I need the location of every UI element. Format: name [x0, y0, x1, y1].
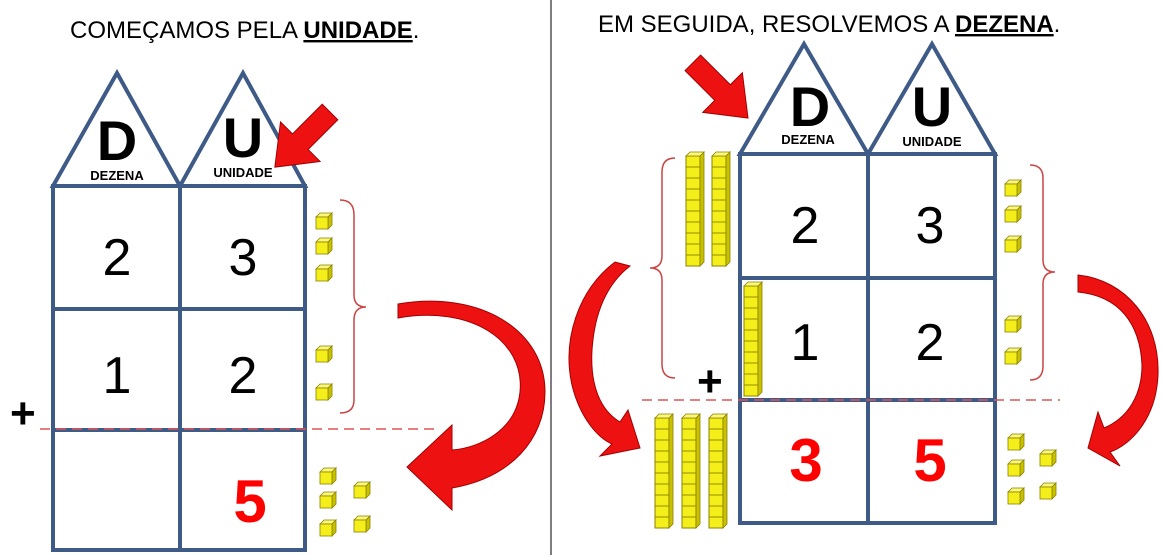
tens-curved-arrow-icon — [568, 261, 641, 457]
start-arrow-icon — [684, 54, 749, 119]
plus-sign: + — [10, 389, 36, 438]
row2-tens: 1 — [791, 314, 820, 372]
units-bracket — [1029, 164, 1056, 381]
plus-sign: + — [697, 357, 723, 406]
row1-tens: 2 — [791, 197, 820, 255]
tens-letter: D — [97, 109, 137, 172]
row2-tens: 1 — [103, 347, 132, 405]
row1-units: 3 — [229, 229, 258, 287]
place-value-grid — [51, 184, 307, 552]
result-units: 5 — [913, 427, 946, 494]
start-arrow-icon — [274, 103, 339, 168]
tens-bracket — [649, 157, 676, 379]
row1-tens: 2 — [103, 229, 132, 287]
units-letter: U — [223, 106, 263, 169]
unit-cubes-row2 — [315, 345, 333, 401]
right-panel: EM SEGUIDA, RESOLVEMOS A DEZENA. D DEZEN… — [568, 11, 1159, 529]
ten-rods-row1 — [685, 151, 731, 267]
units-name: UNIDADE — [213, 165, 273, 180]
units-bracket — [339, 199, 367, 414]
result-units: 5 — [233, 468, 266, 535]
unit-cubes-row1 — [315, 212, 333, 282]
unit-cubes-result — [319, 467, 371, 537]
units-letter: U — [912, 75, 952, 138]
tens-letter: D — [790, 75, 830, 138]
ten-rods-row2 — [743, 281, 763, 397]
left-panel: COMEÇAMOS PELA UNIDADE. D DEZENA U UNIDA… — [10, 17, 546, 552]
unit-cubes-row2 — [1004, 315, 1022, 365]
unit-cubes-row1 — [1004, 179, 1022, 253]
right-title: EM SEGUIDA, RESOLVEMOS A DEZENA. — [598, 11, 1060, 38]
left-title: COMEÇAMOS PELA UNIDADE. — [70, 17, 419, 44]
carry-curved-arrow-icon — [397, 300, 546, 512]
unit-cubes-result — [1007, 433, 1057, 505]
row2-units: 2 — [229, 347, 258, 405]
row1-units: 3 — [916, 197, 945, 255]
ten-rods-result — [654, 413, 728, 529]
units-name: UNIDADE — [902, 134, 962, 149]
units-curved-arrow-icon — [1077, 274, 1159, 467]
place-value-grid — [738, 152, 997, 525]
tens-name: DEZENA — [781, 132, 835, 147]
row2-units: 2 — [916, 314, 945, 372]
result-tens: 3 — [789, 427, 822, 494]
tens-name: DEZENA — [90, 168, 144, 183]
